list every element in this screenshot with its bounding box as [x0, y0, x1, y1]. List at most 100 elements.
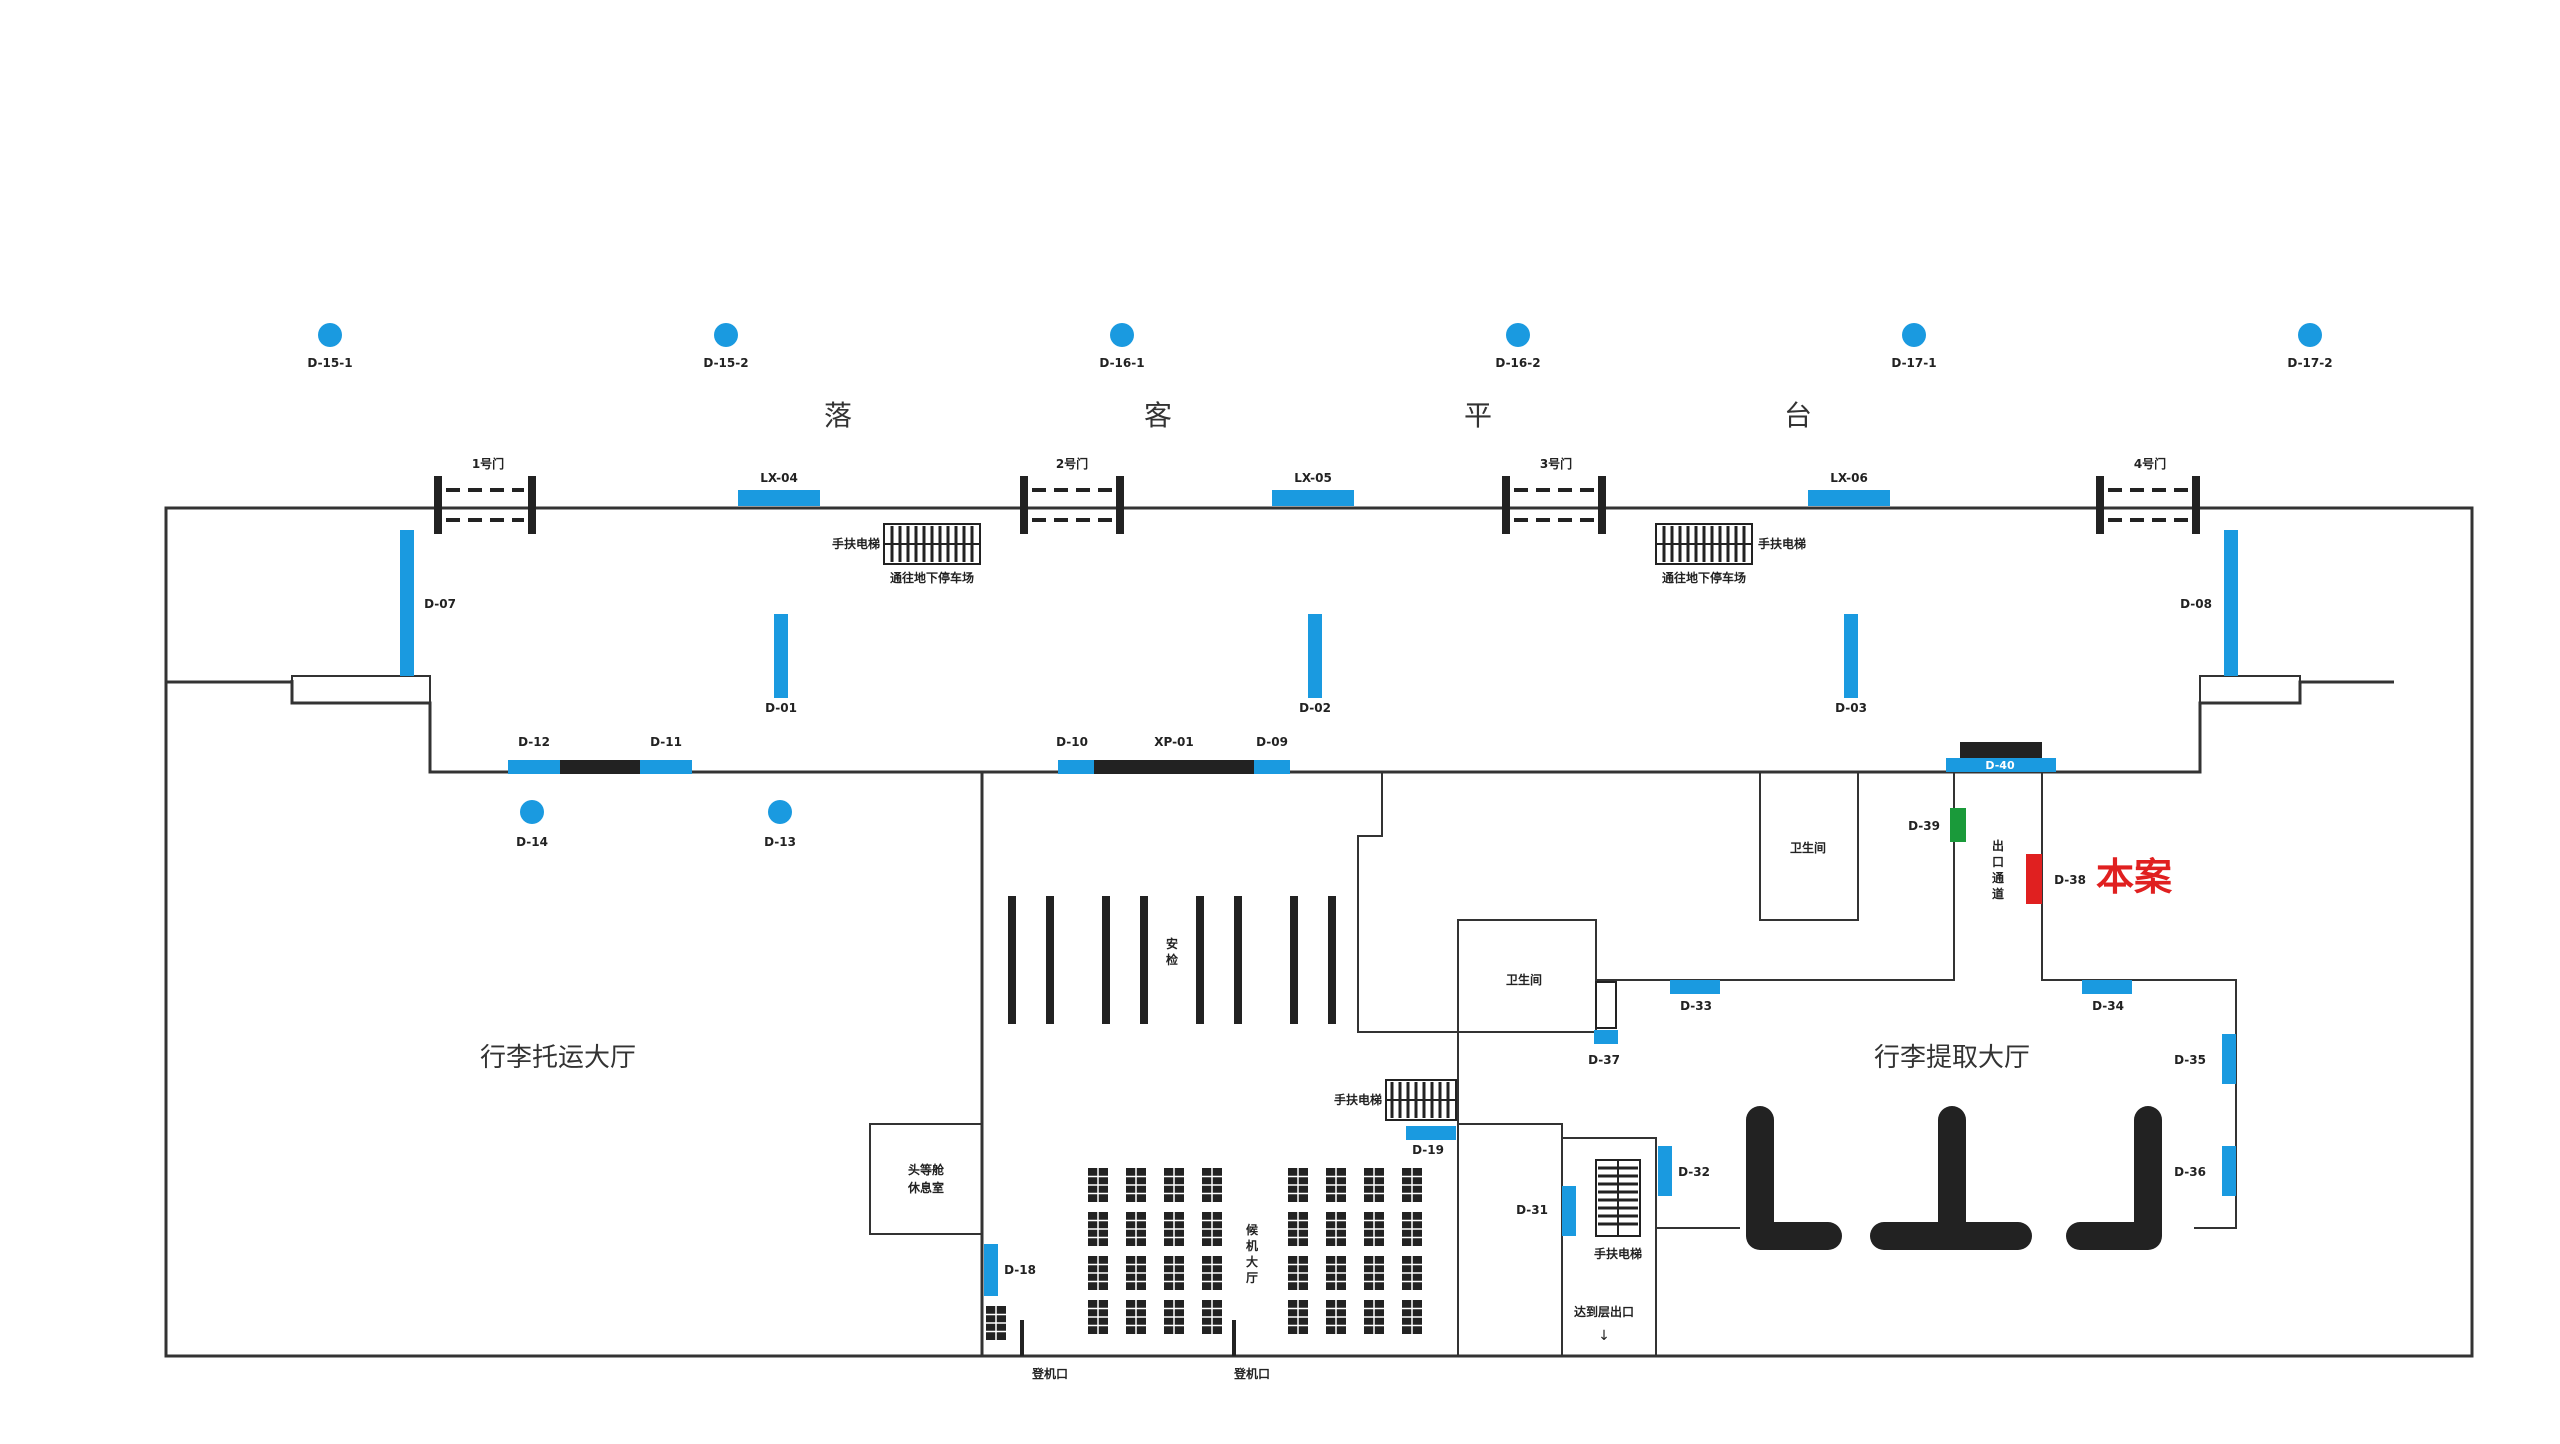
- ad-slot-d09[interactable]: [1254, 760, 1290, 774]
- corridor-wall: [166, 680, 2394, 774]
- security-lane[interactable]: [1046, 896, 1054, 1024]
- ad-slot-lx06[interactable]: [1808, 490, 1890, 506]
- escalator-label: 手扶电梯: [1334, 1092, 1382, 1107]
- toilet-2: [1759, 771, 1859, 921]
- ad-slot-d08[interactable]: [2224, 530, 2238, 676]
- seat-block: [1326, 1300, 1346, 1334]
- highlight-label: 本案: [2096, 855, 2173, 899]
- ad-slot-d40[interactable]: [1946, 758, 2056, 772]
- map-dot[interactable]: [1110, 323, 1134, 347]
- ad-slot-d10[interactable]: [1058, 760, 1094, 774]
- map-dot-d14[interactable]: [520, 800, 544, 824]
- seat-block: [1126, 1168, 1146, 1202]
- carousel-2[interactable]: [1870, 1106, 2032, 1250]
- slot-label: D-08: [2180, 597, 2212, 611]
- wall: [1561, 1124, 1657, 1356]
- gate-1[interactable]: 1号门: [434, 456, 536, 534]
- ad-slot-d35[interactable]: [2222, 1034, 2236, 1084]
- map-dot-d13[interactable]: [768, 800, 792, 824]
- vip-room-label: 头等舱休息室: [907, 1162, 945, 1195]
- map-dot[interactable]: [2298, 323, 2322, 347]
- slot-label: D-37: [1588, 1053, 1620, 1067]
- seat-block: [1402, 1212, 1422, 1246]
- platform-char: 落: [824, 399, 852, 432]
- slot-label: D-38: [2054, 873, 2086, 887]
- ad-slot-d32[interactable]: [1658, 1146, 1672, 1196]
- slot-label: D-39: [1908, 819, 1940, 833]
- map-dot[interactable]: [1506, 323, 1530, 347]
- escalator-right[interactable]: 手扶电梯 通往地下停车场: [1655, 523, 1806, 585]
- escalator-sub: 通往地下停车场: [1662, 570, 1746, 585]
- ad-slot-d39[interactable]: [1950, 808, 1966, 842]
- ad-slot-d03[interactable]: [1844, 614, 1858, 698]
- ad-slot-d19[interactable]: [1406, 1126, 1456, 1140]
- map-dot[interactable]: [318, 323, 342, 347]
- ad-slot-d36[interactable]: [2222, 1146, 2236, 1196]
- highlight-slot-d38[interactable]: [2026, 854, 2042, 904]
- seat-block: [1326, 1256, 1346, 1290]
- baggage-carousels[interactable]: [1746, 1106, 2162, 1250]
- slot-label: D-01: [765, 701, 797, 715]
- escalator-bottom[interactable]: 手扶电梯: [1594, 1159, 1642, 1261]
- slot-label: D-32: [1678, 1165, 1710, 1179]
- boarding-gate-label[interactable]: 登机口: [1233, 1366, 1270, 1381]
- seat-block: [1202, 1168, 1222, 1202]
- seat-block: [1088, 1256, 1108, 1290]
- slot-label: D-19: [1412, 1143, 1444, 1157]
- ad-slot-d18[interactable]: [984, 1244, 998, 1296]
- slot-label: D-10: [1056, 735, 1088, 749]
- security-lane[interactable]: [1196, 896, 1204, 1024]
- vip-room: [869, 1123, 983, 1235]
- ad-slot-d11[interactable]: [640, 760, 692, 774]
- map-dot[interactable]: [1902, 323, 1926, 347]
- security-lane[interactable]: [1290, 896, 1298, 1024]
- slot-label: LX-04: [760, 471, 798, 485]
- seat-block: [1202, 1300, 1222, 1334]
- seat-block: [1288, 1300, 1308, 1334]
- gates: 1号门 2号门 3号门 4号门: [434, 456, 2200, 534]
- map-dot[interactable]: [714, 323, 738, 347]
- ad-slot-d37[interactable]: [1594, 1030, 1618, 1044]
- seat-block: [1202, 1212, 1222, 1246]
- slot-label: D-09: [1256, 735, 1288, 749]
- escalator-mid[interactable]: 手扶电梯: [1334, 1079, 1457, 1121]
- gate-label: 3号门: [1540, 456, 1572, 471]
- platform-char: 台: [1784, 399, 1812, 432]
- dot-label: D-16-1: [1099, 356, 1144, 370]
- carousel-1[interactable]: [1746, 1106, 1842, 1250]
- ad-slot-d12[interactable]: [508, 760, 560, 774]
- ad-slot-lx04[interactable]: [738, 490, 820, 506]
- d37-box: [1595, 981, 1617, 1029]
- boarding-gate-label[interactable]: 登机口: [1031, 1366, 1068, 1381]
- carousel-3[interactable]: [2066, 1106, 2162, 1250]
- gate-3[interactable]: 3号门: [1502, 456, 1606, 534]
- ad-slot-d01[interactable]: [774, 614, 788, 698]
- security-lane[interactable]: [1008, 896, 1016, 1024]
- seat-block: [1088, 1168, 1108, 1202]
- security-lane[interactable]: [1328, 896, 1336, 1024]
- seat-block: [1088, 1212, 1108, 1246]
- dot-label: D-17-2: [2287, 356, 2332, 370]
- wall: [1357, 772, 1458, 1033]
- slot-label: D-18: [1004, 1263, 1036, 1277]
- ad-slot-xp01[interactable]: [1094, 760, 1254, 774]
- ad-slot-d33[interactable]: [1670, 980, 1720, 994]
- ad-slot-d07[interactable]: [400, 530, 414, 676]
- gate-4[interactable]: 4号门: [2096, 456, 2200, 534]
- security-lane[interactable]: [1102, 896, 1110, 1024]
- ad-slot-d31[interactable]: [1562, 1186, 1576, 1236]
- gate-2[interactable]: 2号门: [1020, 456, 1124, 534]
- boarding-gates: 登机口 登机口: [1020, 1320, 1270, 1381]
- escalator-sub: 通往地下停车场: [890, 570, 974, 585]
- seat-block: [1364, 1168, 1384, 1202]
- security-lane[interactable]: [1140, 896, 1148, 1024]
- seat-block: [1164, 1256, 1184, 1290]
- escalator-left[interactable]: 手扶电梯 通往地下停车场: [832, 523, 981, 585]
- toilet-1: [1457, 919, 1597, 1033]
- seat-block: [1402, 1256, 1422, 1290]
- ad-slot-d02[interactable]: [1308, 614, 1322, 698]
- security-lane[interactable]: [1234, 896, 1242, 1024]
- ad-slot-lx05[interactable]: [1272, 490, 1354, 506]
- ad-slot-d34[interactable]: [2082, 980, 2132, 994]
- platform-char: 平: [1464, 399, 1492, 432]
